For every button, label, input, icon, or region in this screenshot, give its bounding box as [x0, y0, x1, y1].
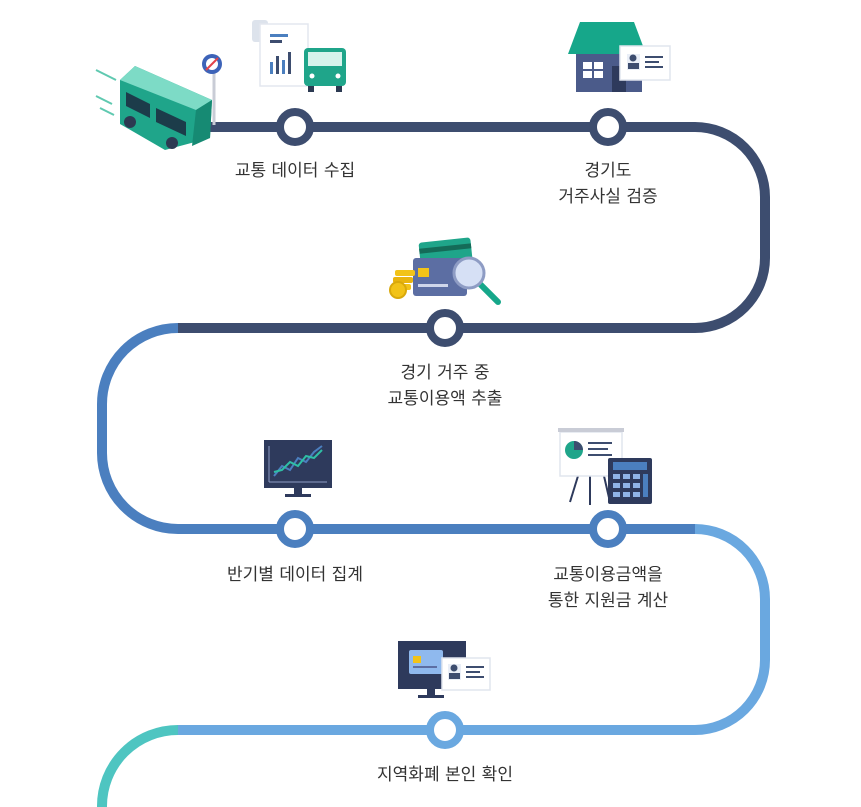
calculator-presentation-icon [558, 428, 652, 505]
step-node-1 [276, 108, 314, 146]
step-label-2-line-1: 경기도 [584, 161, 632, 181]
road-segment-2 [97, 323, 695, 534]
step-node-6 [426, 711, 464, 749]
step-label-4-line-1: 반기별 데이터 집계 [227, 565, 363, 585]
step-label-6: 지역화폐 본인 확인 [325, 762, 565, 788]
chart-monitor-icon [264, 440, 332, 497]
step-node-4 [276, 510, 314, 548]
monitor-card-id-icon [398, 641, 491, 698]
step-label-3-line-1: 경기 거주 중 [400, 363, 490, 383]
step-label-3: 경기 거주 중 교통이용액 추출 [325, 360, 565, 412]
step-label-2-line-2: 거주사실 검증 [558, 187, 658, 207]
step-node-3 [426, 309, 464, 347]
card-magnifier-icon [389, 237, 501, 305]
step-label-5: 교통이용금액을 통한 지원금 계산 [488, 562, 728, 614]
step-label-3-line-2: 교통이용액 추출 [387, 389, 503, 409]
bus-icon [95, 54, 222, 150]
step-label-5-line-1: 교통이용금액을 [553, 565, 663, 585]
road-segment-3 [178, 524, 770, 735]
step-label-1: 교통 데이터 수집 [175, 158, 415, 184]
road-segment-1 [178, 122, 770, 333]
house-id-card-icon [568, 22, 671, 92]
step-node-2 [589, 108, 627, 146]
step-label-5-line-2: 통한 지원금 계산 [547, 591, 669, 611]
road-segment-4 [97, 725, 179, 807]
step-node-5 [589, 510, 627, 548]
step-label-4: 반기별 데이터 집계 [175, 562, 415, 588]
document-bus-icon [252, 20, 346, 92]
step-label-1-line-1: 교통 데이터 수집 [234, 161, 356, 181]
step-label-6-line-1: 지역화폐 본인 확인 [377, 765, 513, 785]
step-label-2: 경기도 거주사실 검증 [488, 158, 728, 210]
